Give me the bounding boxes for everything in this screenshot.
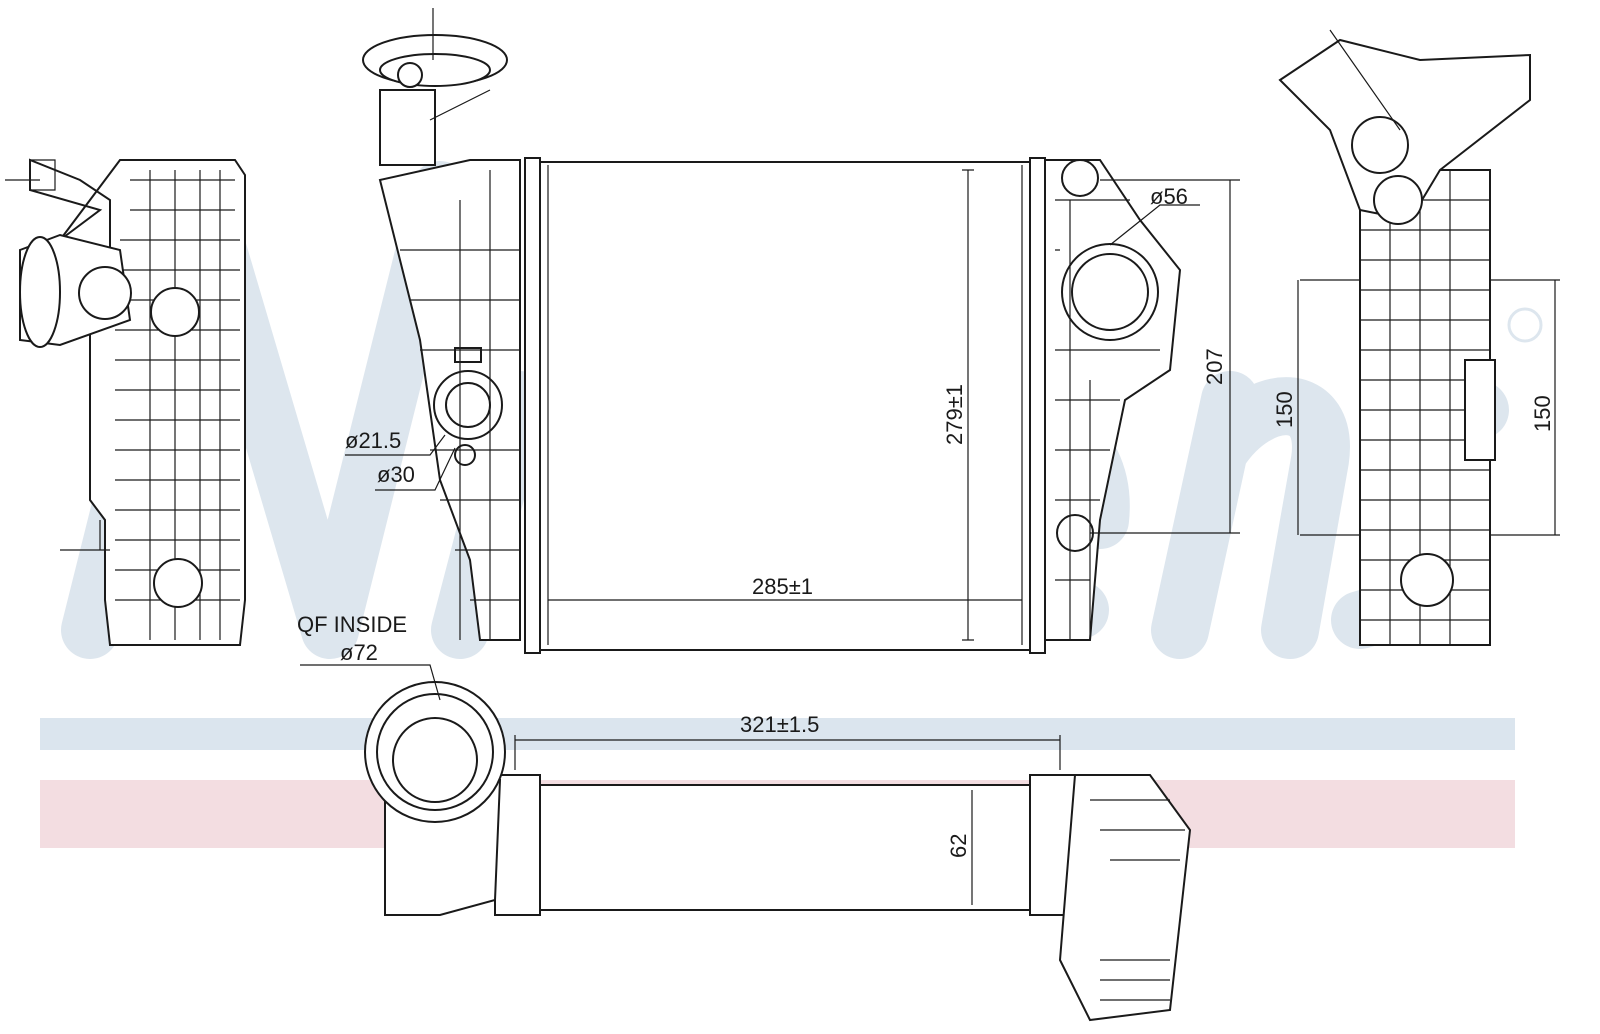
front-view [345,8,1240,654]
registered-mark-icon [1507,307,1543,343]
dim-right-port-spacing: 207 [1202,348,1227,385]
dim-core-thickness: 62 [946,834,971,858]
dim-side-left-spacing: 150 [1272,391,1297,428]
qf-inside-label: QF INSIDE [297,612,407,637]
dim-core-width: 285±1 [752,574,813,599]
dim-overall-length: 321±1.5 [740,712,819,737]
watermark-band-blue [40,718,1515,750]
dim-core-height: 279±1 [942,384,967,445]
dim-sensor-hole-diameter: ø21.5 [345,428,401,453]
left-side-view [5,158,246,646]
dim-inlet-left-diameter: ø72 [340,640,378,665]
dimension-labels: ø56 207 279±1 285±1 ø21.5 ø30 150 150 QF… [297,184,1555,858]
dim-inlet-right-diameter: ø56 [1150,184,1188,209]
dim-side-right-spacing: 150 [1530,395,1555,432]
bottom-view [300,664,1192,1022]
right-side-view [1278,29,1560,646]
dim-sensor-boss-diameter: ø30 [377,462,415,487]
